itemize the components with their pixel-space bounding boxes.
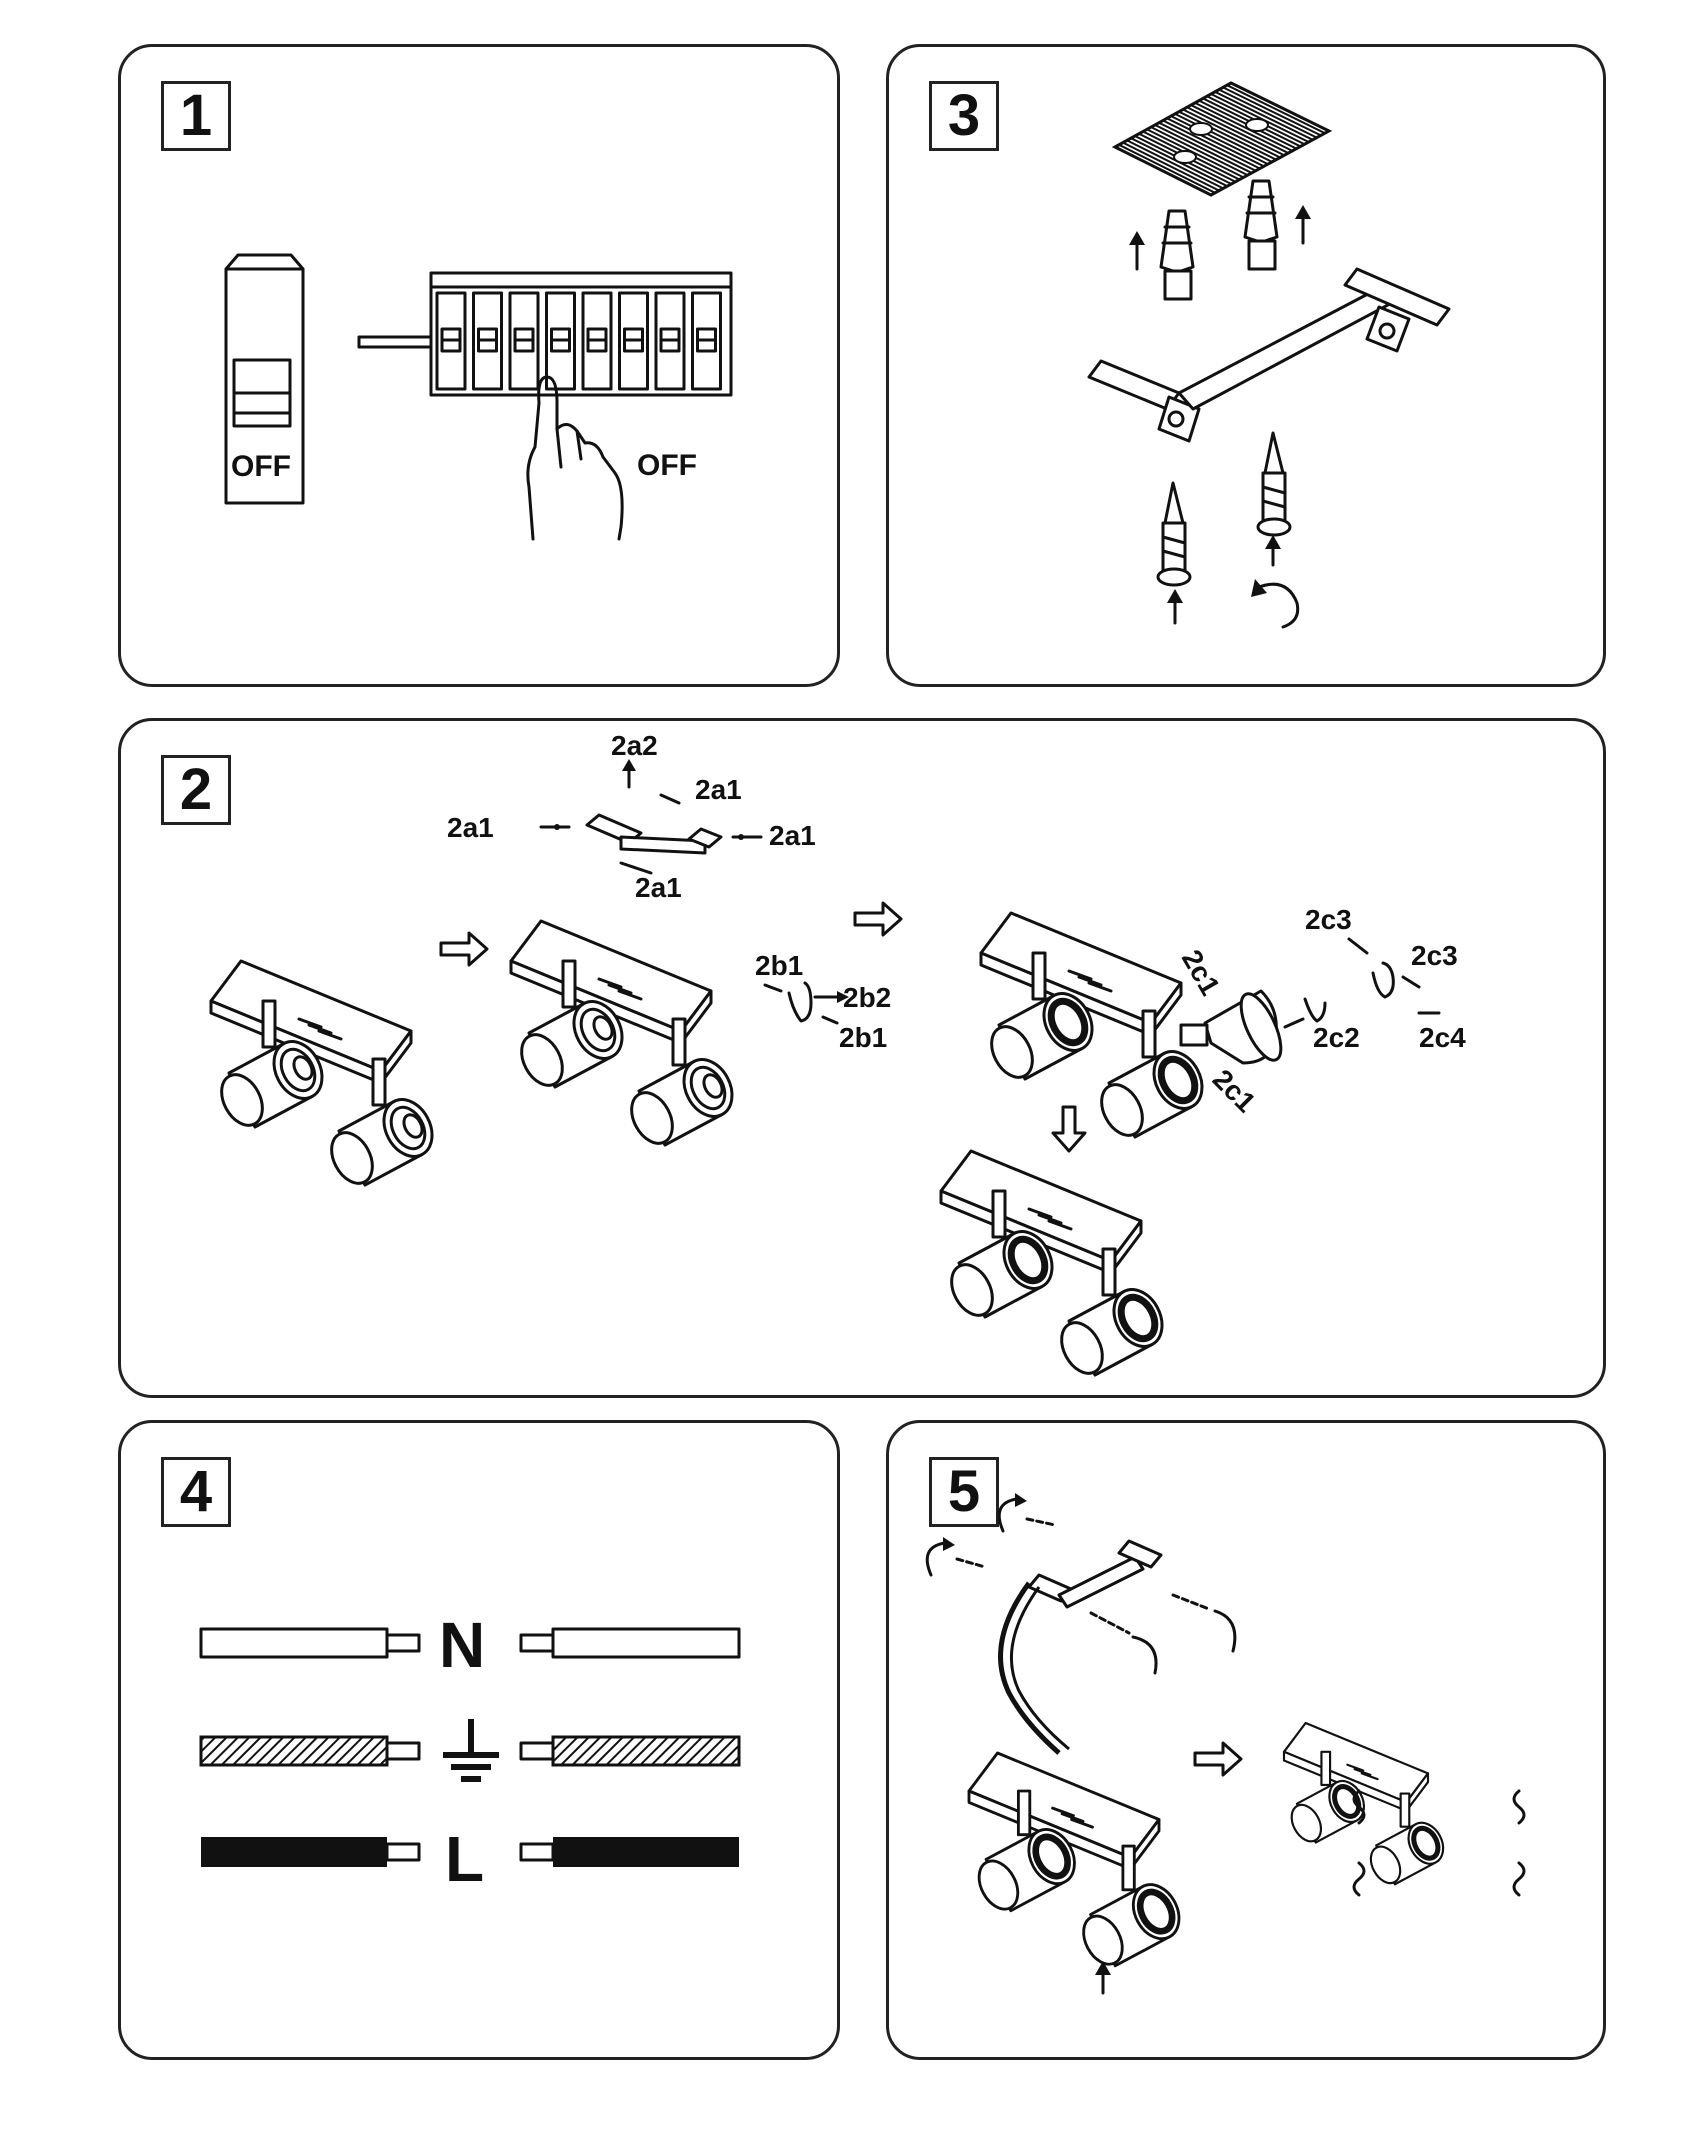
next-step-arrow-icon	[439, 901, 1087, 1153]
spotlight-fixture-initial	[209, 959, 434, 1187]
arrow-up-icon	[1095, 1961, 1111, 1995]
panel-step-4: 4 N	[118, 1420, 840, 2060]
rotate-arrow-icon	[1512, 1789, 1526, 1897]
step-1-illustration: OFF OFF	[224, 253, 733, 541]
arrow-up-icon	[1129, 205, 1311, 271]
wall-plug-right	[1243, 179, 1279, 271]
screw-set-icon	[925, 1493, 1237, 1675]
fuse-switch	[508, 291, 540, 391]
spotlight-head	[1290, 1750, 1365, 1844]
label-2c4: 2c4	[1419, 1022, 1466, 1053]
label-2b1-top: 2b1	[755, 950, 803, 981]
label-2c3-right: 2c3	[1411, 940, 1458, 971]
label-2b2: 2b2	[843, 982, 891, 1013]
step-2-illustration: 2a2 2a1 2a1 2a1 2a1 2b1 2b2 2b1	[209, 730, 1466, 1377]
screw-right	[1256, 431, 1292, 537]
step-number-2: 2	[161, 755, 231, 825]
earth-wire-left	[199, 1735, 421, 1767]
spotlight-fixture-mounted	[1282, 1721, 1526, 1897]
spotlight-head	[330, 1057, 434, 1187]
spotlight-head	[1100, 1009, 1204, 1139]
label-2c1-top: 2c1	[1176, 945, 1226, 1001]
spotlight-head	[977, 1789, 1076, 1913]
spotlight-fixture-remove-bracket	[509, 919, 734, 1147]
spotlight-head	[1082, 1844, 1181, 1968]
earth-ground-icon	[443, 1719, 499, 1782]
label-2b1-bottom: 2b1	[839, 1022, 887, 1053]
fuse-panel	[357, 271, 733, 397]
live-wire-left	[201, 1837, 421, 1867]
neutral-wire-right	[519, 1627, 741, 1659]
connecting-cable	[998, 1581, 1070, 1755]
panel-step-2: 2 2a2 2a1 2a1 2a1 2a1	[118, 718, 1606, 1398]
clip-2c3	[1347, 937, 1441, 1015]
label-2a1-top: 2a1	[695, 774, 742, 805]
neutral-wire-left	[199, 1627, 421, 1659]
step-number-4: 4	[161, 1457, 231, 1527]
step-4-illustration: N L	[199, 1609, 741, 1895]
panel-step-1: 1 OFF OFF	[118, 44, 840, 687]
ceiling-plate	[1111, 81, 1333, 197]
rotate-arrow-icon	[1251, 579, 1300, 629]
step-number-5: 5	[929, 1457, 999, 1527]
screw-left	[1156, 481, 1192, 587]
live-symbol: L	[445, 1823, 484, 1895]
rotate-arrow-icon	[1352, 1789, 1366, 1897]
spotlight-head	[220, 999, 324, 1129]
spotlight-head	[520, 959, 624, 1089]
fuse-switch	[654, 291, 686, 391]
label-2a1-bottom: 2a1	[635, 872, 682, 903]
step-3-illustration	[1087, 81, 1451, 629]
small-bracket	[539, 759, 763, 875]
fuse-switch	[691, 291, 722, 391]
breaker-off-label: OFF	[231, 450, 291, 483]
earth-wire-right	[519, 1735, 741, 1767]
step-5-illustration	[925, 1493, 1526, 1995]
fuse-switch	[545, 291, 576, 391]
label-2a1-right: 2a1	[769, 820, 816, 851]
spotlight-head	[950, 1189, 1054, 1319]
spotlight-fixture-insert-bulb	[979, 911, 1204, 1139]
label-2a2: 2a2	[611, 730, 658, 761]
fuse-switch	[581, 291, 613, 391]
fuse-switch	[435, 291, 467, 391]
panel-off-label: OFF	[637, 449, 697, 482]
spotlight-head	[630, 1017, 734, 1147]
spotlight-head	[1060, 1247, 1164, 1377]
wall-plug-left	[1159, 209, 1195, 301]
fuse-switch	[472, 291, 503, 391]
clip-2c2	[1283, 997, 1327, 1029]
fuse-switch	[618, 291, 649, 391]
spotlight-fixture-assembled	[939, 1149, 1164, 1377]
neutral-symbol: N	[439, 1609, 485, 1681]
step-number-1: 1	[161, 81, 231, 151]
retaining-clip	[763, 981, 849, 1025]
ceiling-bracket	[1027, 1539, 1163, 1609]
live-wire-right	[519, 1837, 739, 1867]
panel-step-5: 5	[886, 1420, 1606, 2060]
label-2a1-left: 2a1	[447, 812, 494, 843]
spotlight-head	[990, 951, 1094, 1081]
label-2c3-left: 2c3	[1305, 904, 1352, 935]
mounting-bracket	[1087, 267, 1451, 443]
panel-step-3: 3	[886, 44, 1606, 687]
label-2c1-bottom: 2c1	[1207, 1063, 1262, 1118]
step-number-3: 3	[929, 81, 999, 151]
circuit-breaker: OFF	[224, 253, 305, 505]
next-step-arrow-icon	[1193, 1741, 1243, 1777]
arrow-up-icon	[1167, 535, 1281, 625]
hand-icon	[526, 375, 624, 541]
spotlight-head	[1369, 1792, 1445, 1886]
spotlight-fixture-mounting	[967, 1751, 1181, 1968]
bulb-icon	[1179, 989, 1283, 1065]
label-2c2: 2c2	[1313, 1022, 1360, 1053]
